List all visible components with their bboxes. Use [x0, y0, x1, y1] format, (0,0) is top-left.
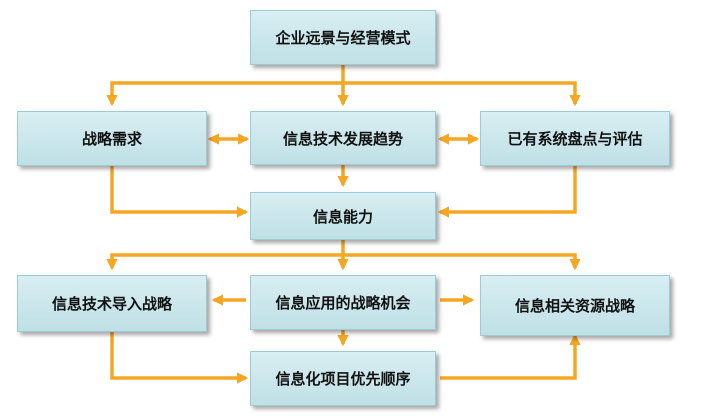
node-info-resource-strategy: 信息相关资源战略 — [480, 275, 670, 336]
node-it-intro-strategy: 信息技术导入战略 — [17, 275, 207, 332]
node-vision: 企业远景与经营模式 — [250, 10, 436, 65]
arrow-capability-to-it-intro — [106, 253, 343, 271]
arrow-priority-to-resource — [440, 333, 581, 380]
node-strategy-need: 战略需求 — [17, 111, 207, 166]
arrow-capability-to-resource — [343, 253, 581, 271]
node-info-app-opportunity: 信息应用的战略机会 — [250, 275, 436, 330]
arrow-vision-to-existing-eval — [343, 81, 581, 107]
arrow-strategy-need-to-capability — [110, 166, 249, 218]
node-info-capability: 信息能力 — [250, 192, 436, 240]
arrow-it-intro-to-priority — [110, 332, 249, 384]
node-existing-eval: 已有系统盘点与评估 — [480, 111, 670, 166]
arrow-vision-to-strategy-need — [106, 81, 343, 107]
arrow-existing-eval-to-capability — [437, 166, 577, 218]
node-it-trend: 信息技术发展趋势 — [250, 111, 436, 165]
node-project-priority: 信息化项目优先顺序 — [250, 351, 436, 406]
